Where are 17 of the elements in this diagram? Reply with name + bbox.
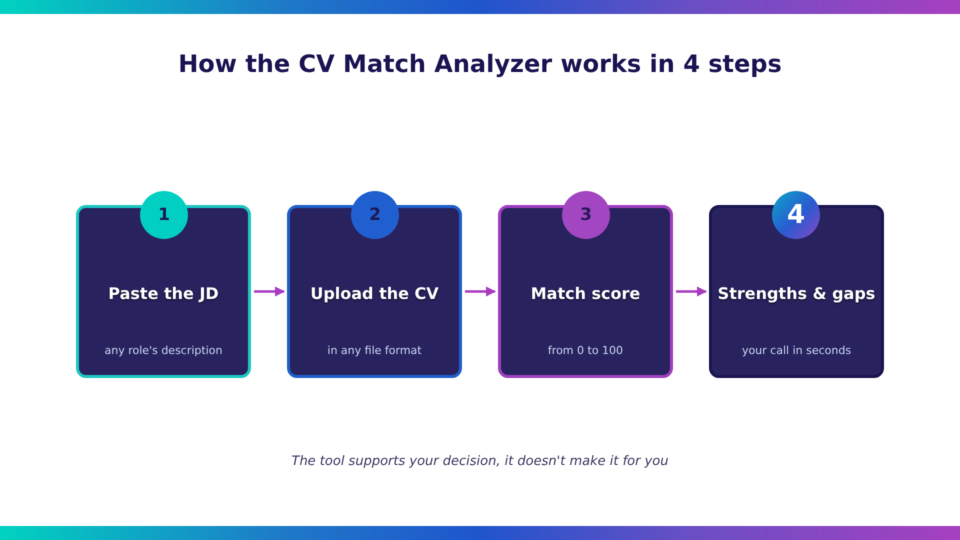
arrow <box>676 286 707 296</box>
step-title: Paste the JD <box>108 284 219 303</box>
title: How the CV Match Analyzer works in 4 steps <box>178 50 782 78</box>
step-title: Upload the CV <box>310 284 439 303</box>
step-card <box>498 205 673 378</box>
step-title: Match score <box>530 284 640 303</box>
caption-text: The tool supports your decision, it doesn't make it for you <box>292 454 668 469</box>
step-title: Strengths & gaps <box>718 284 876 303</box>
step-description: any role's description <box>104 344 222 357</box>
step-card <box>709 205 884 378</box>
step-card <box>76 205 251 378</box>
step-card <box>287 205 462 378</box>
step-description: in any file format <box>327 344 422 357</box>
step-description: your call in seconds <box>742 344 852 357</box>
step-description: from 0 to 100 <box>548 344 624 357</box>
arrow <box>254 286 285 296</box>
arrow <box>465 286 496 296</box>
